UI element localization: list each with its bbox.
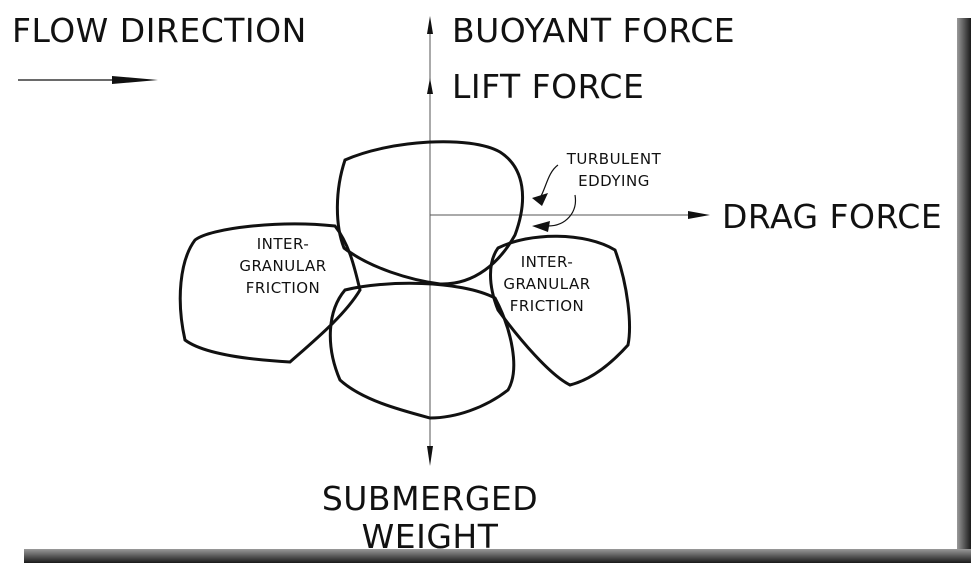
turbulent-line2: EDDYING: [556, 171, 672, 193]
drag-force-arrow: [430, 211, 710, 219]
submerged-weight-label: SUBMERGED WEIGHT: [0, 482, 860, 553]
friction-right-line2: GRANULAR: [492, 274, 602, 296]
flow-direction-arrow: [18, 76, 158, 84]
frame-shadow-bottom: [24, 549, 971, 563]
friction-left-line2: GRANULAR: [228, 256, 338, 278]
turbulent-eddying-label: TURBULENT EDDYING: [556, 149, 672, 193]
vertical-force-axis: [427, 16, 433, 466]
drag-force-label: DRAG FORCE: [722, 200, 942, 233]
turbulent-line1: TURBULENT: [556, 149, 672, 171]
friction-right-line1: INTER-: [492, 252, 602, 274]
lift-force-label: LIFT FORCE: [452, 70, 644, 103]
submerged-weight-line1: SUBMERGED: [0, 482, 860, 515]
bottom-particle: [330, 283, 513, 418]
flow-direction-label: FLOW DIRECTION: [12, 14, 307, 47]
friction-left-line3: FRICTION: [228, 278, 338, 300]
friction-right-label: INTER- GRANULAR FRICTION: [492, 252, 602, 317]
friction-left-line1: INTER-: [228, 234, 338, 256]
friction-right-line3: FRICTION: [492, 296, 602, 318]
buoyant-force-label: BUOYANT FORCE: [452, 14, 735, 47]
friction-left-label: INTER- GRANULAR FRICTION: [228, 234, 338, 299]
frame-shadow-right: [957, 18, 971, 563]
